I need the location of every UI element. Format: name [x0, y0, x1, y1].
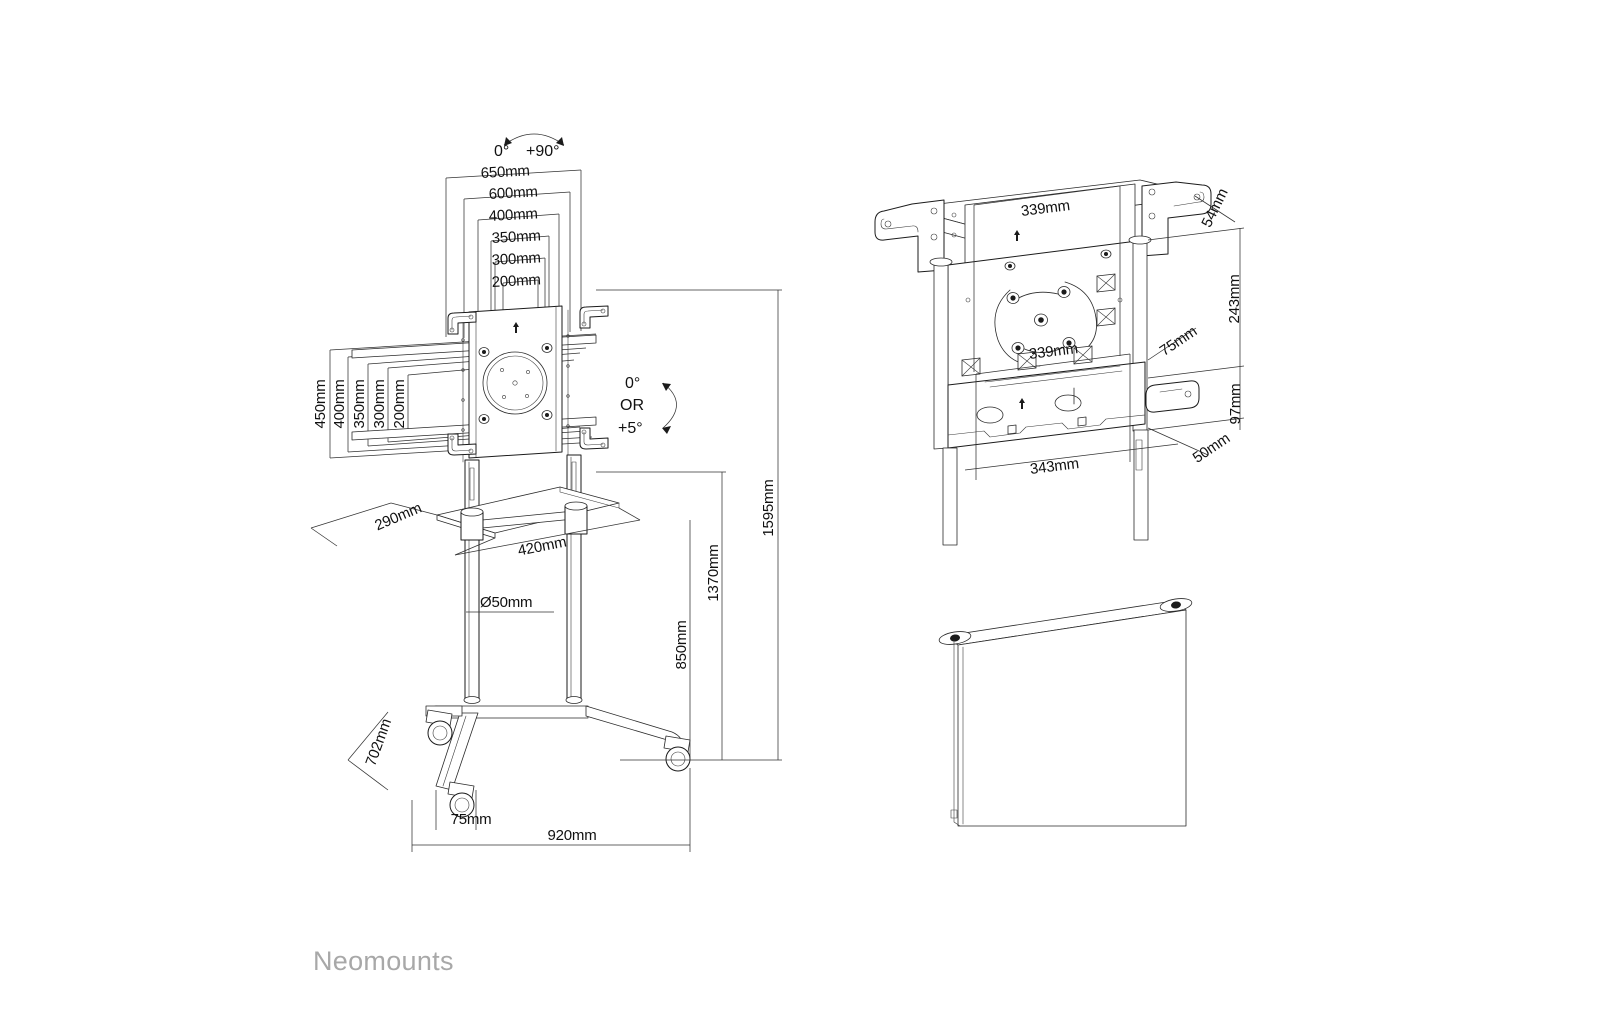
shelf-height-label: 850mm — [673, 620, 690, 669]
detail-bracket-left — [874, 199, 957, 273]
detail-243-label: 243mm — [1226, 274, 1243, 323]
vesa-plate-bolt-bosses — [478, 343, 553, 424]
orientation-arrow-icon — [513, 322, 519, 333]
rotation-angle-end: +90° — [526, 143, 560, 160]
pole-diameter-label: Ø50mm — [480, 594, 532, 611]
rotation-indicator-top — [503, 133, 565, 146]
vesa-v-200-label: 200mm — [391, 379, 408, 428]
detail-top-arrow-icon — [1014, 230, 1020, 241]
total-height-label: 1595mm — [760, 479, 777, 536]
detail-343-label: 343mm — [1029, 455, 1080, 478]
rotation-ring — [482, 351, 548, 415]
detail-vesa-plate — [947, 239, 1146, 403]
vesa-v-300-label: 300mm — [371, 379, 388, 428]
vesa-v-350-label: 350mm — [351, 379, 368, 428]
main-dimension-lines — [310, 289, 782, 852]
vesa-h-300-label: 300mm — [491, 249, 541, 269]
detail-lower-arrow-icon — [1019, 398, 1025, 409]
cart-base — [425, 696, 691, 818]
detail-339-top-label: 339mm — [1020, 197, 1071, 220]
caster-front-left — [447, 781, 475, 818]
main-view-cart: 0° +90° — [310, 133, 782, 852]
corner-bracket-top-right — [579, 305, 609, 329]
vesa-h-650-label: 650mm — [480, 162, 530, 182]
brand-logo-text: Neomounts — [313, 946, 454, 976]
base-width-label: 920mm — [547, 827, 596, 844]
tilt-angle-0: 0° — [625, 375, 640, 392]
vesa-h-600-label: 600mm — [488, 183, 538, 203]
detail-dimension-lines — [964, 185, 1245, 480]
tilt-angle-5: +5° — [618, 420, 643, 437]
cover-plate-face — [957, 609, 1187, 827]
corner-bracket-top-left — [447, 311, 477, 335]
vesa-h-350-label: 350mm — [491, 227, 541, 247]
corner-bracket-bottom-left — [447, 433, 477, 456]
screen-height-label: 1370mm — [705, 544, 722, 601]
caster-right — [663, 735, 691, 772]
corner-bracket-bottom-right — [579, 427, 609, 450]
rotation-angle-start: 0° — [494, 143, 509, 160]
detail-view-bracket: 339mm 339mm 343mm 54mm 243mm 75mm 97mm 5… — [874, 179, 1245, 546]
detail-star-washers — [961, 273, 1116, 377]
detail-lower-cover — [947, 361, 1146, 449]
vesa-v-450-label: 450mm — [312, 379, 329, 428]
vesa-h-200-label: 200mm — [491, 271, 541, 291]
vesa-h-400-label: 400mm — [488, 205, 538, 225]
detail-lower-right-tab — [1145, 380, 1200, 413]
vesa-center-plate — [468, 305, 563, 459]
detail-pole-left — [942, 447, 958, 546]
tilt-or-label: OR — [620, 397, 644, 414]
caster-rear-left — [425, 709, 453, 746]
caster-height-label: 75mm — [451, 811, 492, 828]
vesa-v-400-label: 400mm — [331, 379, 348, 428]
detail-bracket-right — [1141, 181, 1212, 257]
detail-side-rail-left — [933, 260, 949, 450]
cover-plate-view — [938, 598, 1193, 827]
detail-339-plate-label: 339mm — [1028, 340, 1079, 363]
detail-rotation-pattern — [994, 281, 1097, 367]
tilt-indicator — [662, 382, 677, 434]
vesa-mount-assembly — [351, 305, 609, 463]
shelf-assembly — [436, 486, 620, 541]
detail-97-label: 97mm — [1227, 384, 1244, 425]
